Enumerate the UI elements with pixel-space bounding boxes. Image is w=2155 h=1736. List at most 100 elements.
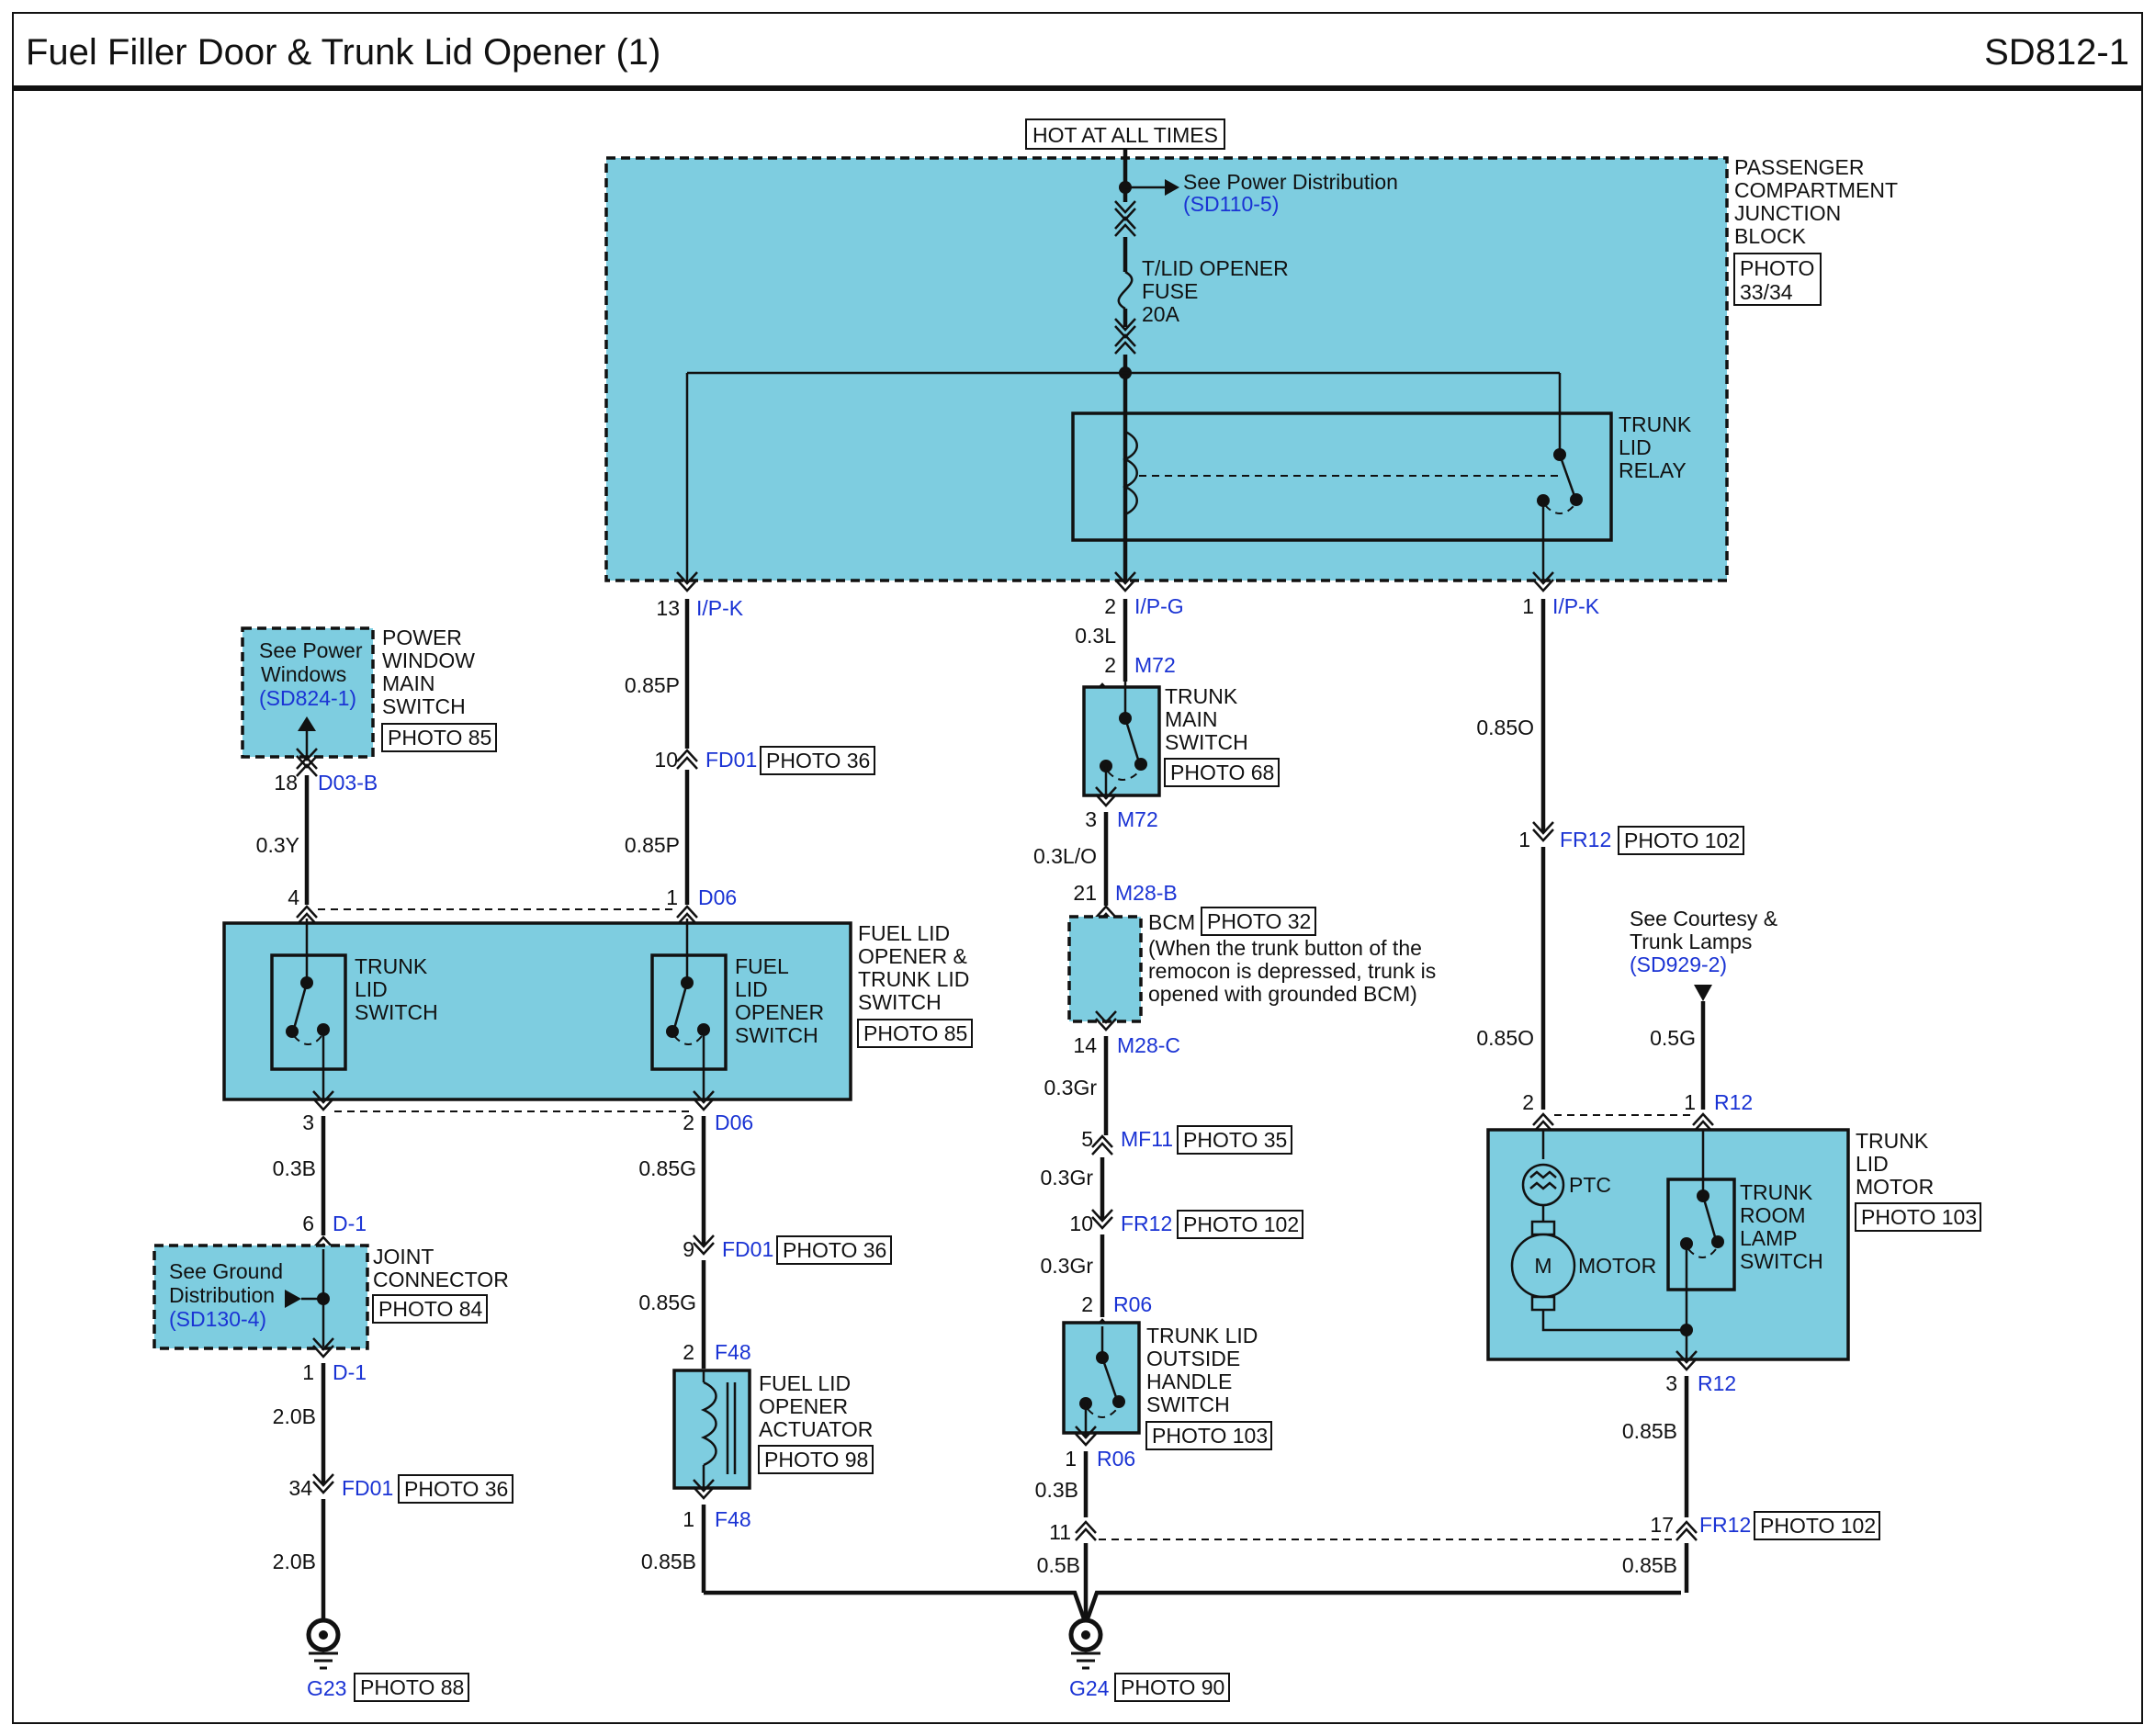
- pin-2-f48: 2: [683, 1340, 694, 1364]
- trunk-lid-motor-photo: PHOTO 103: [1861, 1205, 1977, 1229]
- actuator-name-1: FUEL LID: [759, 1371, 851, 1395]
- ground-distribution-ref[interactable]: (SD130-4): [169, 1307, 266, 1331]
- bcm-note-1: (When the trunk button of the: [1148, 936, 1422, 960]
- ground-distribution-see-2: Distribution: [169, 1283, 275, 1307]
- see-power-distribution-ref[interactable]: (SD110-5): [1183, 192, 1279, 216]
- joint-connector-name-1: JOINT: [373, 1245, 434, 1268]
- wire-0.85O-bottom: 0.85O: [1476, 1026, 1534, 1050]
- pin-3: 3: [302, 1110, 314, 1134]
- bcm-note-2: remocon is depressed, trunk is: [1148, 959, 1436, 983]
- motor-m-label: M: [1534, 1254, 1551, 1278]
- outside-handle-name-3: HANDLE: [1146, 1370, 1232, 1393]
- conn-fd01-b: FD01: [722, 1237, 773, 1261]
- ptc-label: PTC: [1569, 1173, 1611, 1197]
- pin-2-d06: 2: [683, 1110, 694, 1134]
- bcm-name: BCM: [1148, 910, 1195, 934]
- pin-1-r12: 1: [1684, 1090, 1696, 1114]
- trunk-lid-motor-name-1: TRUNK: [1856, 1129, 1929, 1153]
- fuse-icon: [1117, 270, 1134, 310]
- pin-1-r06: 1: [1065, 1447, 1077, 1471]
- wire-2.0B-top: 2.0B: [273, 1404, 316, 1428]
- wire-0.3B-center: 0.3B: [1035, 1478, 1078, 1502]
- pin-1-fr12: 1: [1518, 828, 1530, 851]
- power-window-photo: PHOTO 85: [388, 726, 491, 750]
- column-ground-left: 3 0.3B 6 D-1 See Ground Distribution (SD…: [152, 1089, 693, 1702]
- conn-m72-bottom: M72: [1117, 807, 1158, 831]
- trunk-main-switch-name-1: TRUNK: [1165, 684, 1238, 708]
- wire-0.3Gr-2: 0.3Gr: [1040, 1166, 1093, 1189]
- ground-g24-photo: PHOTO 90: [1121, 1675, 1224, 1699]
- power-window-see-2: Windows: [261, 662, 346, 686]
- pin-1-d1: 1: [302, 1360, 314, 1384]
- wire-0.85B-fr12: 0.85B: [1622, 1553, 1677, 1577]
- wire-0.3L/O: 0.3L/O: [1033, 844, 1097, 868]
- wire-0.85B-f48: 0.85B: [641, 1550, 696, 1573]
- fuel-lid-switch-name-4: SWITCH: [735, 1023, 818, 1047]
- relay-name-3: RELAY: [1619, 458, 1687, 482]
- junction-block-name-4: BLOCK: [1734, 224, 1807, 248]
- pin-13: 13: [656, 596, 680, 620]
- conn-ipk-right: I/P-K: [1552, 594, 1600, 618]
- conn-r06-top: R06: [1113, 1292, 1152, 1316]
- conn-ipg: I/P-G: [1134, 594, 1184, 618]
- room-lamp-switch-name-3: LAMP: [1740, 1226, 1798, 1250]
- power-window-name-3: MAIN: [382, 671, 435, 695]
- wire-0.5B: 0.5B: [1037, 1553, 1080, 1577]
- joint-connector-photo: PHOTO 84: [378, 1297, 483, 1321]
- power-window-name-4: SWITCH: [382, 694, 466, 718]
- conn-d06-bottom: D06: [715, 1110, 753, 1134]
- pin-5: 5: [1081, 1127, 1093, 1151]
- pin-11: 11: [1049, 1520, 1071, 1544]
- photo-mf11: PHOTO 35: [1183, 1128, 1287, 1152]
- wire-0.85B-r12: 0.85B: [1622, 1419, 1677, 1443]
- relay-coil-icon: [1123, 430, 1138, 516]
- actuator-name-3: ACTUATOR: [759, 1417, 873, 1441]
- fuse-label-1: T/LID OPENER: [1142, 256, 1289, 280]
- relay-name-1: TRUNK: [1619, 412, 1692, 436]
- conn-ipk-left: I/P-K: [696, 596, 744, 620]
- conn-d03b: D03-B: [318, 771, 378, 795]
- pin-9: 9: [683, 1237, 694, 1261]
- trunk-lid-motor: PTC M MOTOR TRUNK ROOM LAMP SWITCH TRUNK…: [1486, 1128, 1981, 1361]
- conn-m28c: M28-C: [1117, 1033, 1180, 1057]
- wire-0.3L: 0.3L: [1075, 624, 1116, 648]
- courtesy-ref[interactable]: (SD929-2): [1630, 953, 1727, 976]
- pin-2-m72: 2: [1104, 653, 1116, 677]
- junction-block-photo-1: PHOTO: [1740, 256, 1814, 280]
- power-window-see-1: See Power: [259, 638, 363, 662]
- photo-fr12-b: PHOTO 102: [1183, 1212, 1299, 1236]
- ground-g23-icon: [306, 1618, 341, 1670]
- trunk-lid-switch-name-2: LID: [355, 977, 388, 1001]
- junction-block-name-3: JUNCTION: [1734, 201, 1841, 225]
- hot-at-all-times-label: HOT AT ALL TIMES: [1032, 123, 1218, 147]
- power-window-ref[interactable]: (SD824-1): [259, 686, 356, 710]
- pin-34: 34: [288, 1476, 312, 1500]
- conn-fd01-c: FD01: [342, 1476, 393, 1500]
- conn-r12-bottom: R12: [1698, 1371, 1736, 1395]
- wire-0.3Y: 0.3Y: [256, 833, 299, 857]
- conn-d1-top: D-1: [333, 1212, 367, 1235]
- joint-connector-name-2: CONNECTOR: [373, 1268, 509, 1291]
- photo-fr12-a: PHOTO 102: [1624, 829, 1740, 852]
- conn-f48-bottom: F48: [715, 1507, 751, 1531]
- fuse-label-3: 20A: [1142, 302, 1180, 326]
- pin-2-motor: 2: [1522, 1090, 1534, 1114]
- opener-switch-assembly: TRUNK LID SWITCH FUEL LID OPENER SWITCH …: [222, 919, 973, 1102]
- fuse-label-2: FUSE: [1142, 279, 1198, 303]
- page-code: SD812-1: [1984, 32, 2129, 73]
- bcm-note-3: opened with grounded BCM): [1148, 982, 1417, 1006]
- column-fuel-lid: 13 I/P-K 0.85P 10 FD01 PHOTO 36 0.85P 1 …: [625, 570, 875, 927]
- conn-d06-top: D06: [698, 885, 737, 909]
- ground-g24-label: G24: [1069, 1676, 1110, 1700]
- photo-fd01-c: PHOTO 36: [404, 1477, 508, 1501]
- conn-f48-top: F48: [715, 1340, 751, 1364]
- junction-block: HOT AT ALL TIMES See Power Distribution …: [604, 118, 1898, 582]
- photo-fd01-b: PHOTO 36: [783, 1238, 886, 1262]
- relay-name-2: LID: [1619, 435, 1652, 459]
- actuator-name-2: OPENER: [759, 1394, 848, 1418]
- pin-1-d06: 1: [666, 885, 678, 909]
- wire-0.3Gr-1: 0.3Gr: [1044, 1076, 1097, 1099]
- conn-fd01-a: FD01: [705, 748, 757, 772]
- junction-block-name-1: PASSENGER: [1734, 155, 1864, 179]
